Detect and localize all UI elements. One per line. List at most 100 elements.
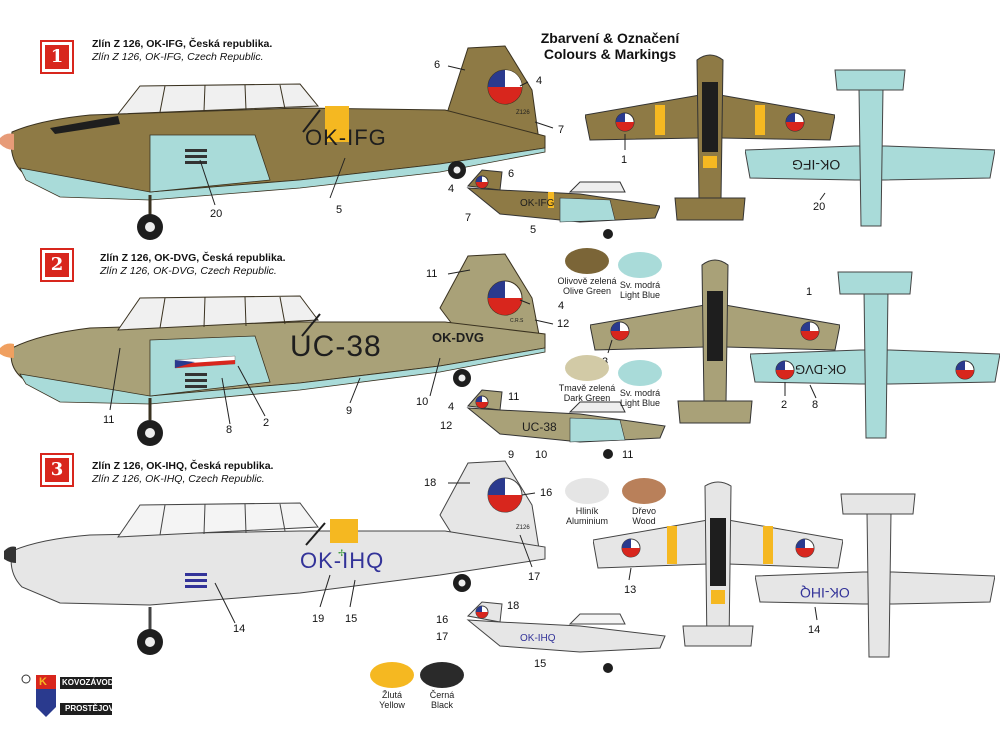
colour-swatch bbox=[565, 248, 609, 274]
callout: 2 bbox=[263, 417, 270, 429]
callout: 15 bbox=[534, 658, 547, 670]
colour-swatch-label-en: Dark Green bbox=[563, 393, 611, 403]
callout: 14 bbox=[808, 624, 821, 636]
colour-swatch bbox=[420, 662, 464, 688]
scheme-2-number: 2 bbox=[45, 253, 69, 277]
callout: 18 bbox=[507, 600, 520, 612]
scheme-1-registration: OK-IFG bbox=[305, 125, 387, 150]
scheme-2-fin-text: C.R.S bbox=[510, 318, 524, 324]
logo-line1: KOVOZÁVODY bbox=[62, 678, 119, 687]
colour-swatch-label-en: Light Blue bbox=[619, 398, 661, 408]
scheme-2-registration: OK-DVG bbox=[432, 330, 484, 345]
callout: 11 bbox=[622, 449, 634, 461]
colour-swatch-label-en: Olive Green bbox=[562, 286, 612, 296]
colour-swatch bbox=[618, 252, 662, 278]
scheme-3-title-en: Zlín Z 126, OK-IHQ, Czech Republic. bbox=[92, 473, 265, 485]
callout: 17 bbox=[528, 571, 541, 583]
scheme-2-code: UC-38 bbox=[290, 330, 382, 363]
callout: 7 bbox=[558, 124, 565, 136]
sheet-heading-en: Colours & Markings bbox=[543, 46, 677, 62]
callout: 12 bbox=[557, 318, 570, 330]
callout: 12 bbox=[440, 420, 453, 432]
scheme-1-top-view bbox=[585, 54, 835, 221]
colour-swatch-label-cz: Hliník bbox=[575, 506, 599, 516]
sheet-heading-cz: Zbarvení & Označení bbox=[540, 30, 680, 46]
scheme-2-bottom-view bbox=[750, 271, 1000, 439]
callout: 10 bbox=[416, 396, 429, 408]
scheme-1-side-view bbox=[0, 45, 554, 240]
scheme-3-badge: 3 bbox=[40, 453, 74, 487]
scheme-2-underwing-registration: OK-DVG bbox=[795, 362, 847, 377]
scheme-1-bottom-view bbox=[745, 69, 995, 227]
callout: 17 bbox=[436, 631, 449, 643]
scheme-1-fin-text: Z126 bbox=[516, 110, 530, 116]
colour-swatch-label-cz: Tmavě zelená bbox=[558, 383, 616, 393]
scheme-1-title-cz: Zlín Z 126, OK-IFG, Česká republika. bbox=[92, 38, 273, 50]
callout: 11 bbox=[426, 268, 438, 280]
scheme-3-title-cz: Zlín Z 126, OK-IHQ, Česká republika. bbox=[92, 460, 274, 472]
colour-swatch bbox=[370, 662, 414, 688]
callout: 9 bbox=[508, 449, 515, 461]
scheme-3-small-registration: OK-IHQ bbox=[520, 633, 556, 644]
scheme-1-number: 1 bbox=[45, 45, 69, 69]
scheme-2-small-side-view bbox=[466, 389, 666, 459]
scheme-3-fin-text: Z126 bbox=[516, 525, 530, 531]
callout: 13 bbox=[624, 584, 637, 596]
colour-swatch-label-cz: Olivově zelená bbox=[557, 276, 617, 286]
scheme-2-title-cz: Zlín Z 126, OK-DVG, Česká republika. bbox=[100, 252, 286, 264]
scheme-2-title-en: Zlín Z 126, OK-DVG, Czech Republic. bbox=[100, 265, 277, 277]
callout: 18 bbox=[424, 477, 437, 489]
callout: 11 bbox=[508, 391, 520, 403]
scheme-3-top-view bbox=[593, 481, 843, 647]
logo-line2: PROSTĚJOV bbox=[65, 704, 114, 713]
callout: 20 bbox=[813, 201, 826, 213]
callout: 16 bbox=[540, 487, 553, 499]
kovozavody-emblem bbox=[21, 674, 112, 717]
kovozavody-logo: K KOVOZÁVODY PROSTĚJOV bbox=[20, 673, 119, 721]
callout: 4 bbox=[558, 300, 565, 312]
logo-mark: K bbox=[39, 676, 47, 688]
scheme-1-badge: 1 bbox=[40, 40, 74, 74]
colour-swatch-label-en: Aluminium bbox=[565, 516, 608, 526]
scheme-1-small-side-view bbox=[466, 169, 660, 239]
colour-swatch-label-en: Wood bbox=[632, 516, 656, 526]
scheme-3-number: 3 bbox=[45, 458, 69, 482]
scheme-3-side-view: ✢ bbox=[4, 460, 546, 655]
colour-swatch bbox=[622, 478, 666, 504]
colour-swatch-label-cz: Sv. modrá bbox=[619, 280, 661, 290]
scheme-2-side-view bbox=[0, 253, 554, 446]
callout: 7 bbox=[465, 212, 472, 224]
scheme-1-underwing-registration: OK-IFG bbox=[792, 157, 841, 173]
callout: 11 bbox=[103, 414, 115, 426]
scheme-3-small-side-view bbox=[466, 601, 666, 673]
scheme-3-bottom-view bbox=[755, 493, 995, 658]
callout: 5 bbox=[336, 204, 343, 216]
scheme-2-badge: 2 bbox=[40, 248, 74, 282]
colour-swatch-label-cz: Žlutá bbox=[381, 690, 402, 700]
colour-swatch-label-cz: Dřevo bbox=[631, 506, 656, 516]
callout: 5 bbox=[530, 224, 537, 236]
scheme-3-underwing-registration: OK-IHQ bbox=[800, 585, 850, 601]
callout: 1 bbox=[621, 154, 628, 166]
callout: 4 bbox=[448, 401, 455, 413]
scheme-3-registration: OK-IHQ bbox=[300, 548, 385, 573]
colour-swatch-label-en: Light Blue bbox=[619, 290, 661, 300]
callout: 15 bbox=[345, 613, 358, 625]
callout: 6 bbox=[508, 168, 515, 180]
callout: 2 bbox=[781, 399, 788, 411]
callout: 10 bbox=[535, 449, 548, 461]
colour-swatch bbox=[565, 478, 609, 504]
callout: 19 bbox=[312, 613, 325, 625]
colour-swatch-label-en: Black bbox=[430, 700, 453, 710]
colour-swatch-label-cz: Černá bbox=[429, 690, 455, 700]
colour-swatch-label-en: Yellow bbox=[379, 700, 405, 710]
colour-swatch-label-cz: Sv. modrá bbox=[619, 388, 661, 398]
callout: 4 bbox=[536, 75, 543, 87]
callout: 8 bbox=[226, 424, 233, 436]
callout: 8 bbox=[812, 399, 819, 411]
callout: 9 bbox=[346, 405, 353, 417]
callout: 6 bbox=[434, 59, 441, 71]
callout: 1 bbox=[806, 286, 813, 298]
callout: 20 bbox=[210, 208, 223, 220]
